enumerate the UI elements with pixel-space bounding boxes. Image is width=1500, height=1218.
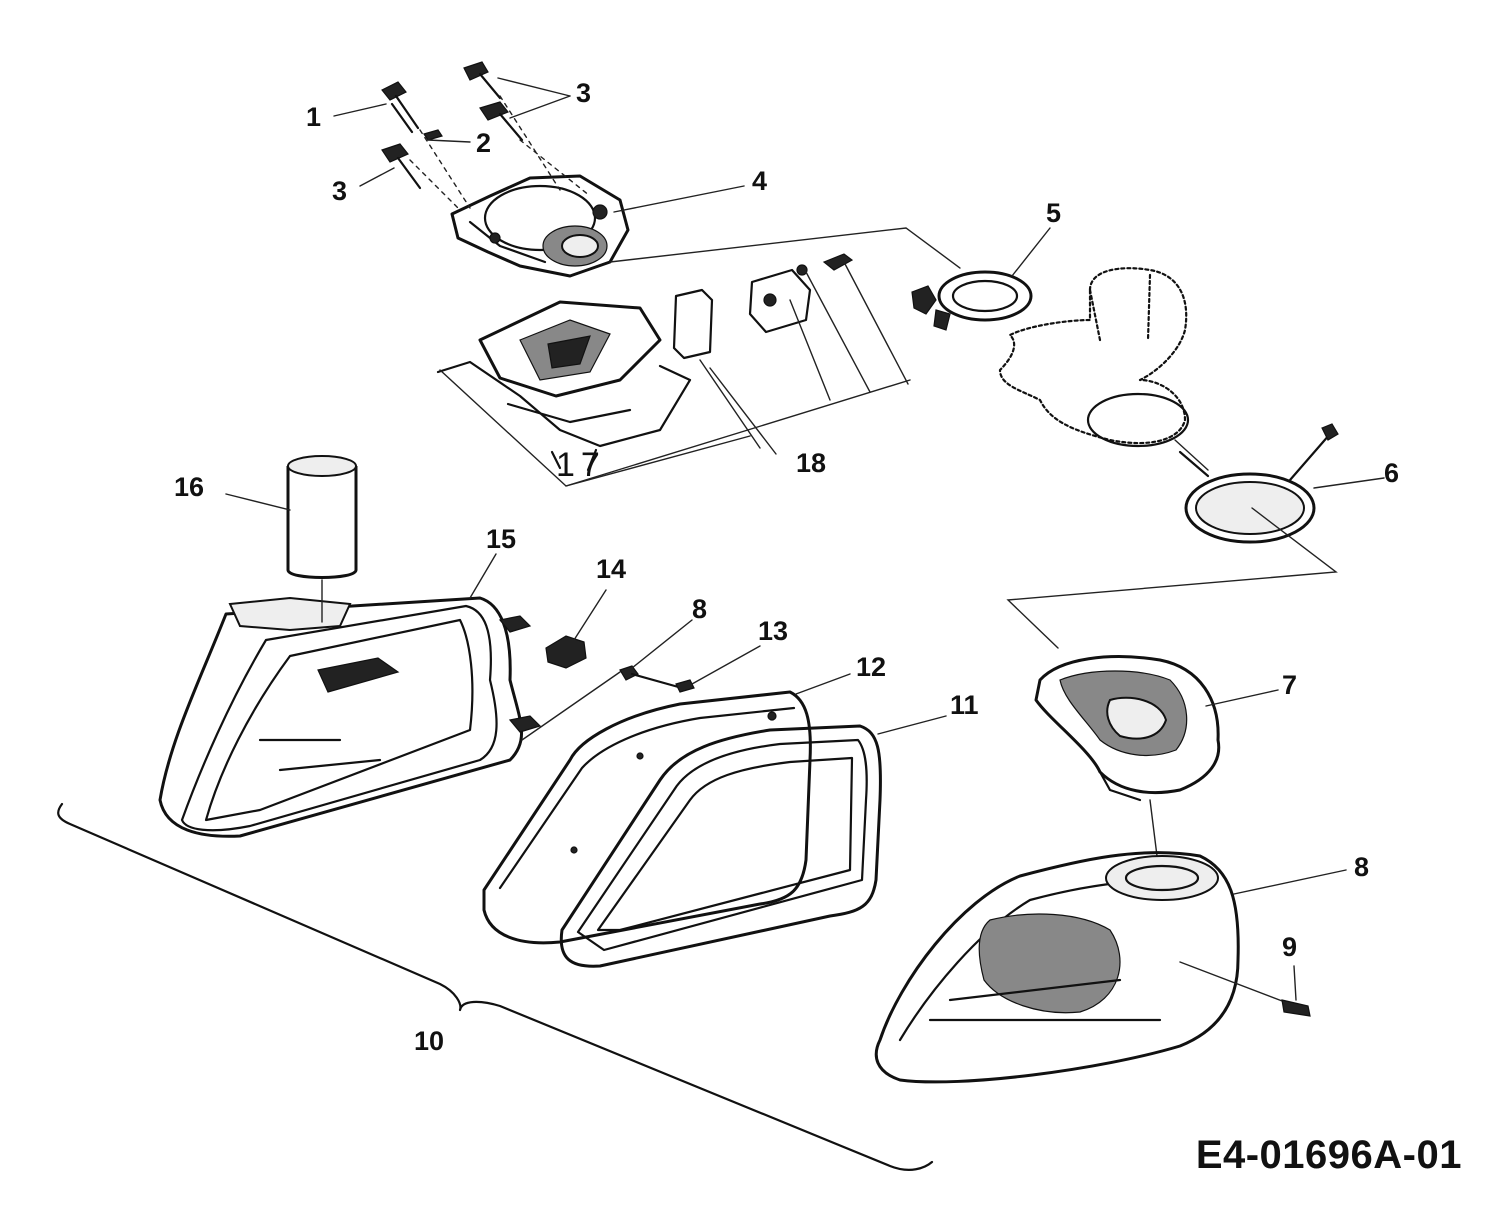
callout-1: 1 xyxy=(306,102,322,132)
intake-elbow-part xyxy=(998,267,1209,471)
filter-cover-part xyxy=(874,851,1311,1084)
callout-13: 13 xyxy=(758,616,789,646)
gasket-part xyxy=(672,253,909,449)
callout-17: 17 xyxy=(556,446,606,484)
callout-9: 9 xyxy=(1282,932,1298,962)
callout-10: 10 xyxy=(414,1026,445,1056)
callout-16: 16 xyxy=(174,472,205,502)
carburetor-plate-part xyxy=(450,174,630,278)
small-hardware-parts xyxy=(521,635,695,741)
carburetor-screws xyxy=(381,61,591,211)
callout-3: 3 xyxy=(332,176,348,206)
callout-leaders xyxy=(225,77,1385,1001)
leader-line xyxy=(609,227,961,269)
callout-14: 14 xyxy=(596,554,627,584)
callout-2: 2 xyxy=(476,128,492,158)
cylinder-filter-part xyxy=(286,455,358,623)
callout-11: 11 xyxy=(950,690,979,720)
callout-6: 6 xyxy=(1384,458,1400,488)
drawing-code: E4-01696A-01 xyxy=(1195,1133,1462,1177)
assembly-bracket xyxy=(57,802,934,1171)
callout-3: 3 xyxy=(576,78,592,108)
intake-base-part xyxy=(436,300,911,487)
callout-8: 8 xyxy=(1354,852,1370,882)
paper-filter-part xyxy=(559,724,882,968)
outlet-cover-part xyxy=(1034,655,1221,802)
filter-base-part xyxy=(158,596,542,838)
round-gasket-part xyxy=(1006,423,1339,649)
callout-8: 8 xyxy=(692,594,708,624)
callout-15: 15 xyxy=(486,524,517,554)
callout-12: 12 xyxy=(856,652,887,682)
callout-5: 5 xyxy=(1046,198,1062,228)
callout-7: 7 xyxy=(1282,670,1298,700)
callout-4: 4 xyxy=(752,166,768,196)
elbow-gasket-part xyxy=(911,270,1033,331)
prefilter-part xyxy=(482,690,812,945)
callout-18: 18 xyxy=(796,448,827,478)
